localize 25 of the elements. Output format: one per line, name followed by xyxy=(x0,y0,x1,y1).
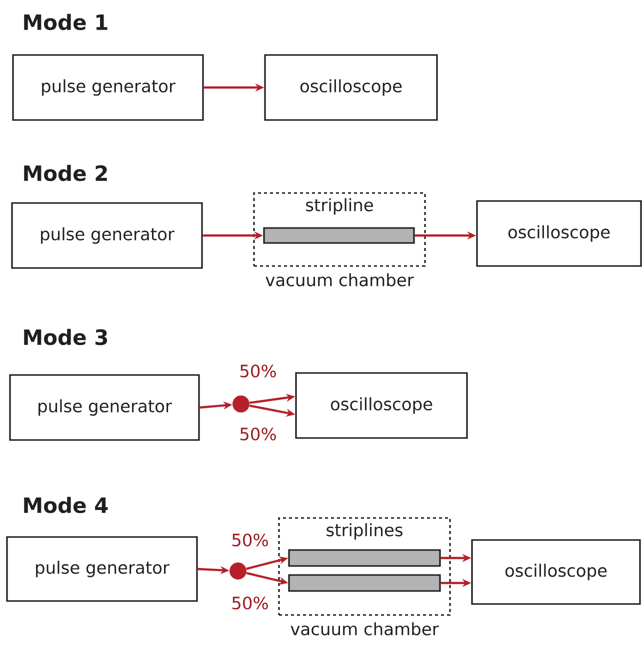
stripline-bar xyxy=(288,574,441,592)
stripline-bar xyxy=(263,227,415,244)
device-box: oscilloscope xyxy=(476,200,642,267)
device-box: oscilloscope xyxy=(295,372,468,439)
edge-label: 50% xyxy=(240,364,276,378)
edge-label: 50% xyxy=(240,428,276,440)
device-box: pulse generator xyxy=(11,202,203,269)
mode-heading: Mode 1 xyxy=(24,14,108,30)
splitter-dot xyxy=(230,562,246,580)
edge-label: 50% xyxy=(232,596,268,610)
splitter-dot xyxy=(232,396,250,412)
stripline-label: striplines xyxy=(326,523,402,540)
chamber-label: vacuum chamber xyxy=(290,622,439,636)
stripline-label: stripline xyxy=(306,198,373,215)
chamber-label: vacuum chamber xyxy=(266,273,414,286)
device-box: pulse generator xyxy=(6,536,198,602)
edge-label: 50% xyxy=(232,534,268,546)
device-box: oscilloscope xyxy=(264,54,438,121)
mode-heading: Mode 3 xyxy=(24,328,108,346)
device-box: pulse generator xyxy=(9,374,200,441)
device-box: oscilloscope xyxy=(471,539,641,605)
mode-heading: Mode 4 xyxy=(24,496,108,514)
stripline-bar xyxy=(288,549,441,567)
mode-heading: Mode 2 xyxy=(24,164,107,182)
device-box: pulse generator xyxy=(12,54,204,121)
